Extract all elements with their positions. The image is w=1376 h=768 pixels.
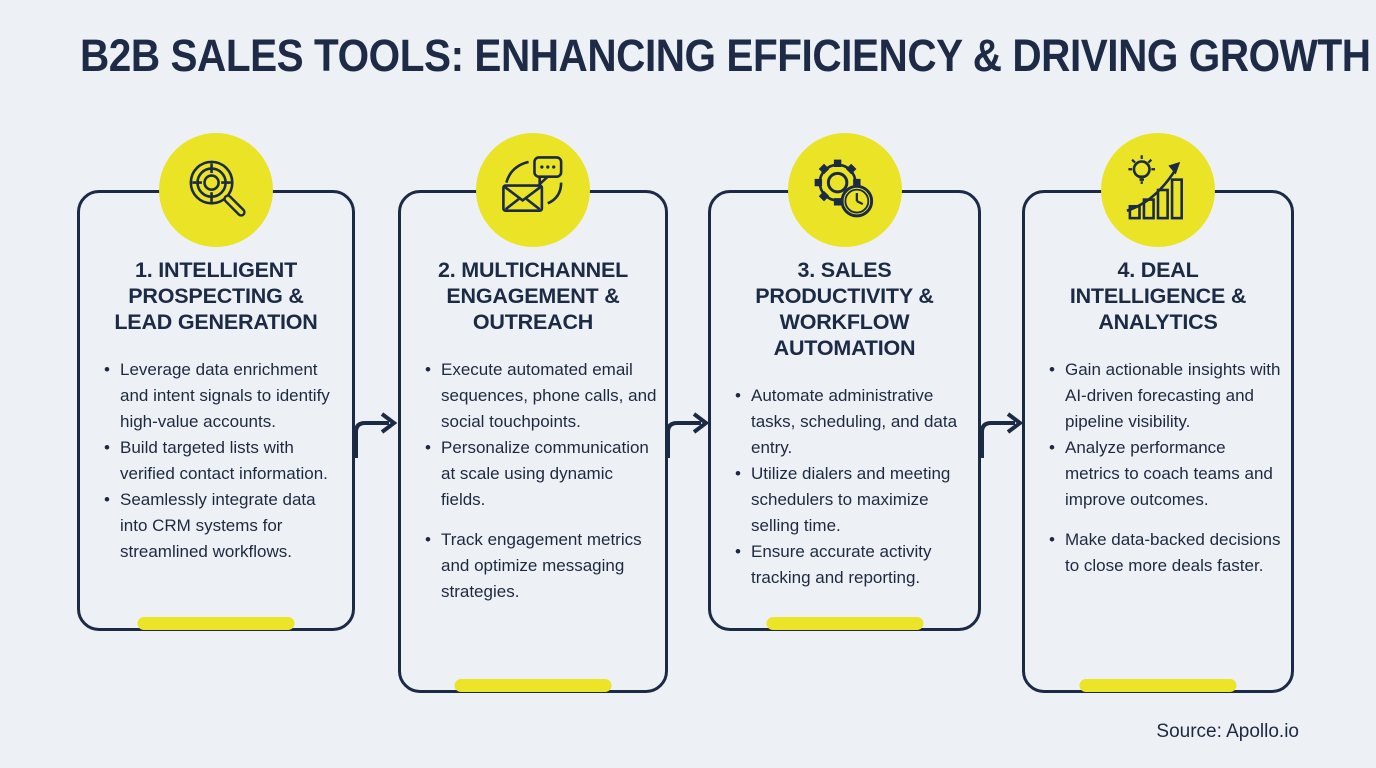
bullet-item: Personalize communication at scale using… [425, 435, 657, 513]
bullet-list: Execute automated email sequences, phone… [401, 357, 665, 605]
accent-bar [454, 679, 612, 692]
card-deal-intelligence: 4. DEAL INTELLIGENCE & ANALYTICS Gain ac… [1022, 133, 1294, 693]
accent-bar [766, 617, 923, 630]
gear-clock-icon [814, 159, 873, 218]
icon-badge [1101, 133, 1215, 247]
card-title: 2. MULTICHANNEL ENGAGEMENT & OUTREACH [437, 258, 629, 334]
bullet-list: Leverage data enrichment and intent sign… [80, 357, 352, 565]
card-title: 3. SALES PRODUCTIVITY & WORKFLOW AUTOMAT… [755, 258, 934, 360]
bullet-item: Automate administrative tasks, schedulin… [735, 383, 970, 461]
connector-arrow [354, 412, 398, 458]
card-title: 4. DEAL INTELLIGENCE & ANALYTICS [1069, 258, 1247, 334]
bullet-item: Build targeted lists with verified conta… [104, 435, 344, 487]
bullet-item: Execute automated email sequences, phone… [425, 357, 657, 435]
card-sales-productivity: 3. SALES PRODUCTIVITY & WORKFLOW AUTOMAT… [708, 133, 981, 631]
connector-arrow [980, 412, 1024, 458]
bullet-item: Gain actionable insights with AI-driven … [1049, 357, 1283, 435]
bullet-list: Gain actionable insights with AI-driven … [1025, 357, 1291, 579]
bullet-item: Track engagement metrics and optimize me… [425, 527, 657, 605]
icon-badge [787, 133, 902, 247]
growth-chart-bulb-icon [1126, 155, 1183, 220]
email-chat-icon [502, 156, 563, 213]
bullet-item: Ensure accurate activity tracking and re… [735, 539, 970, 591]
bullet-item: Make data-backed decisions to close more… [1049, 527, 1283, 579]
bullet-item: Utilize dialers and meeting schedulers t… [735, 461, 970, 539]
card-intelligent-prospecting: 1. INTELLIGENT PROSPECTING & LEAD GENERA… [77, 133, 355, 631]
bullet-list: Automate administrative tasks, schedulin… [711, 383, 978, 591]
target-magnifier-icon [189, 160, 246, 217]
card-title: 1. INTELLIGENT PROSPECTING & LEAD GENERA… [114, 258, 318, 334]
bullet-item: Analyze performance metrics to coach tea… [1049, 435, 1283, 513]
connector-arrow [666, 412, 710, 458]
source-credit: Source: Apollo.io [1156, 721, 1299, 742]
accent-bar [137, 617, 295, 630]
accent-bar [1079, 679, 1237, 692]
icon-badge [159, 133, 273, 247]
card-multichannel-engagement: 2. MULTICHANNEL ENGAGEMENT & OUTREACH Ex… [398, 133, 668, 693]
page-title: B2B SALES TOOLS: ENHANCING EFFICIENCY & … [80, 30, 1371, 81]
bullet-item: Leverage data enrichment and intent sign… [104, 357, 344, 435]
icon-badge [476, 133, 590, 247]
bullet-item: Seamlessly integrate data into CRM syste… [104, 487, 344, 565]
